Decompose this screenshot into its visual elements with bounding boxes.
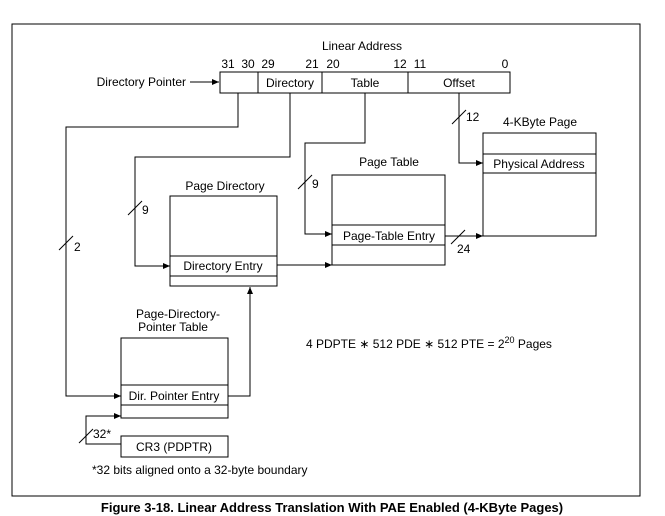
linear-address-title: Linear Address xyxy=(322,39,402,53)
page-title: 4-KByte Page xyxy=(503,115,577,129)
page-directory-title: Page Directory xyxy=(185,179,264,193)
table-width: 9 xyxy=(312,177,319,191)
directory-width: 9 xyxy=(142,203,149,217)
pdpte-to-page-directory-arrow xyxy=(228,287,253,397)
pdpt-width: 2 xyxy=(74,240,81,254)
pdpt-box xyxy=(120,337,229,419)
formula: 4 PDPTE ∗ 512 PDE ∗ 512 PTE = 220 Pages xyxy=(306,335,552,351)
page-table-entry xyxy=(331,224,446,246)
bit-11: 11 xyxy=(414,57,427,71)
dir-pointer-entry-label: Dir. Pointer Entry xyxy=(129,389,220,403)
table-index-arrow xyxy=(304,93,366,237)
page-table-box xyxy=(331,174,446,266)
field-table: Table xyxy=(351,76,380,90)
cr3-register xyxy=(120,435,229,458)
field-offset: Offset xyxy=(443,76,475,90)
figure-frame xyxy=(11,23,641,497)
bit-30: 30 xyxy=(241,57,255,71)
bit-20: 20 xyxy=(326,57,340,71)
cr3-to-pdpt-arrow xyxy=(85,413,121,445)
cr3-label: CR3 (PDPTR) xyxy=(136,440,212,454)
bit-0: 0 xyxy=(502,57,509,71)
field-directory: Directory xyxy=(266,76,314,90)
dir-pointer-entry xyxy=(120,384,229,406)
bit-21: 21 xyxy=(305,57,319,71)
bit-31: 31 xyxy=(221,57,235,71)
footnote: *32 bits aligned onto a 32-byte boundary xyxy=(92,463,308,477)
cr3-width: 32* xyxy=(93,427,111,441)
directory-pointer-label: Directory Pointer xyxy=(97,75,186,89)
directory-entry-label: Directory Entry xyxy=(183,259,262,273)
offset-width: 12 xyxy=(466,110,480,124)
directory-index-arrow xyxy=(134,93,291,269)
bit-29: 29 xyxy=(261,57,275,71)
bit-12: 12 xyxy=(393,57,407,71)
physical-address-label: Physical Address xyxy=(493,157,584,171)
pdpt-title-line1: Page-Directory- xyxy=(136,307,220,321)
pte-out-width: 24 xyxy=(457,242,471,256)
page-table-entry-label: Page-Table Entry xyxy=(343,229,435,243)
page-box xyxy=(482,132,597,237)
page-table-title: Page Table xyxy=(359,155,419,169)
offset-arrow xyxy=(458,93,483,166)
figure-caption: Figure 3-18. Linear Address Translation … xyxy=(101,500,563,515)
pdpt-title-line2: Pointer Table xyxy=(138,320,208,334)
pdpt-index-arrow xyxy=(65,93,239,399)
